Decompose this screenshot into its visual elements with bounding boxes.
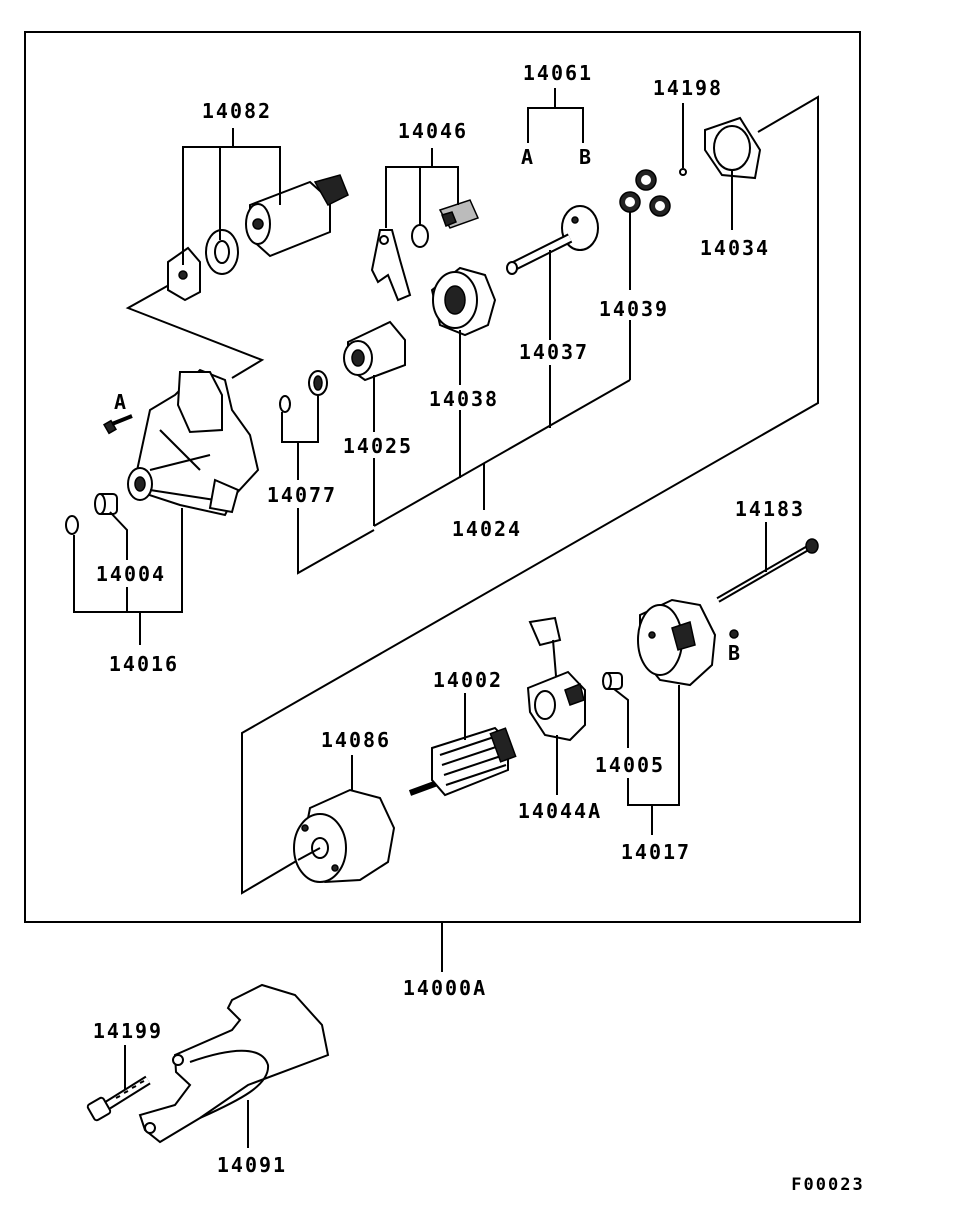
label-14024: 14024 [452,517,522,541]
front-housing-part[interactable] [127,368,260,517]
label-14002: 14002 [433,668,503,692]
label-14034: 14034 [700,236,770,260]
plate-14034-part[interactable] [704,116,762,180]
bushing-14004-part[interactable] [65,493,118,535]
ref-b-top: B [579,145,593,169]
bolt-b-part[interactable] [729,629,739,639]
brush-holder-14044A-part[interactable] [526,616,586,742]
label-14037: 14037 [519,340,589,364]
label-14025: 14025 [343,434,413,458]
bushing-14005-part[interactable] [602,672,623,690]
label-14000A: 14000A [403,976,487,1000]
leader-14004 [109,511,128,560]
label-14038: 14038 [429,387,499,411]
label-14183: 14183 [735,497,805,521]
rear-cover-14017-part[interactable] [637,598,717,687]
label-14004: 14004 [96,562,166,586]
label-14017: 14017 [621,840,691,864]
label-14016: 14016 [109,652,179,676]
label-14086: 14086 [321,728,391,752]
label-14039: 14039 [599,297,669,321]
leader-14077 [281,395,319,443]
heat-shield-14091-part[interactable] [138,983,330,1144]
shaft-14037-part[interactable] [506,205,599,275]
solenoid-14082-part[interactable] [167,174,349,302]
gear-housing-14038-part[interactable] [430,266,497,337]
lever-14046-part[interactable] [370,199,480,302]
label-14005: 14005 [595,753,665,777]
planet-gears-14039-part[interactable] [619,169,671,217]
leader-14046 [385,166,459,228]
label-14044A: 14044A [518,799,602,823]
figure-code: F00023 [791,1175,864,1195]
label-14061: 14061 [523,61,593,85]
armature-14002-part[interactable] [408,726,517,797]
leader-14082 [182,146,281,265]
clutch-14025-part[interactable] [279,320,406,413]
leader-14061 [527,107,584,143]
label-14091: 14091 [217,1153,287,1177]
leader-14017 [627,685,680,806]
yoke-14086-part[interactable] [293,788,396,884]
ref-a-housing: A [114,390,128,414]
label-14046: 14046 [398,119,468,143]
ball-14198-part[interactable] [679,168,687,176]
explode-axis-line [241,95,819,895]
leader-14024 [373,379,631,527]
ref-a-top: A [521,145,535,169]
nose-axis-line [125,279,265,379]
bolt-a-part[interactable] [103,414,133,435]
label-14198: 14198 [653,76,723,100]
through-bolt-14183-part[interactable] [716,538,819,603]
bolt-14199-part[interactable] [86,1075,151,1122]
leader-14005 [613,688,629,748]
ref-b-cover: B [728,641,742,665]
label-14082: 14082 [202,99,272,123]
label-14077: 14077 [267,483,337,507]
label-14199: 14199 [93,1019,163,1043]
